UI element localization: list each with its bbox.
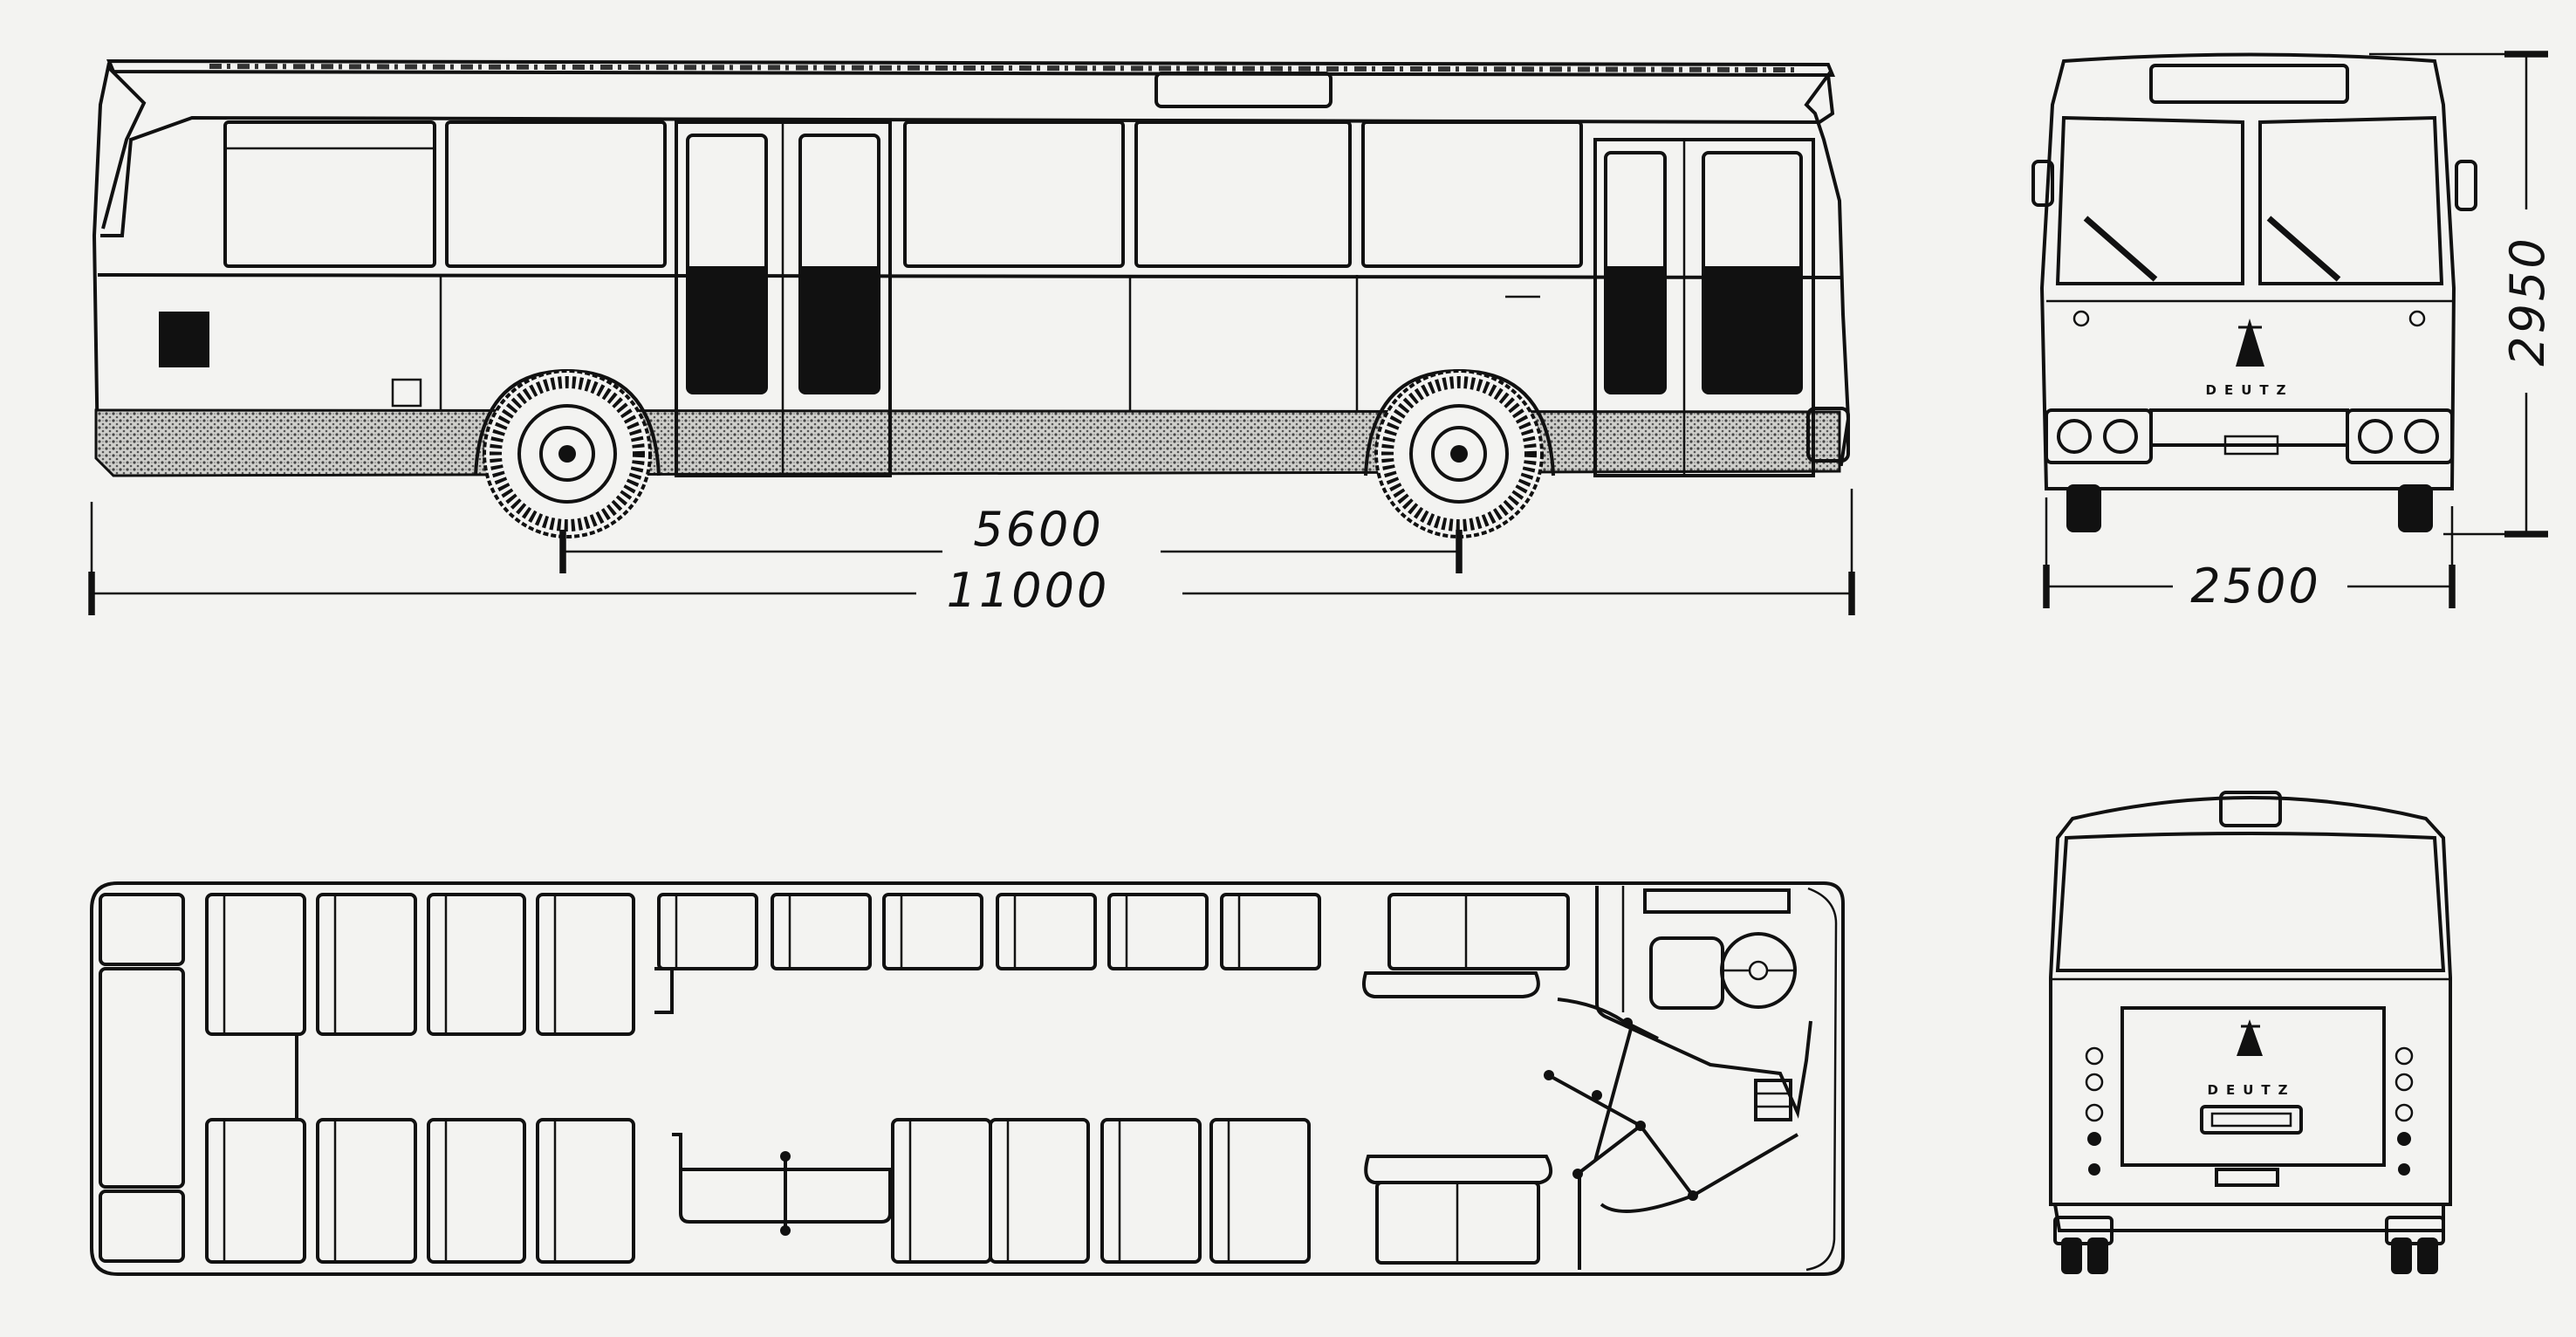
- fuel-cap: [391, 378, 422, 408]
- side-window-5: [1361, 120, 1583, 268]
- roof-rail: [106, 58, 1836, 78]
- driver-seat: [1649, 936, 1724, 1010]
- wiper-left: [2083, 216, 2158, 282]
- rear-lamps-right: [2394, 1046, 2414, 1176]
- front-tire-left: [2066, 484, 2101, 532]
- roof-vent: [1154, 72, 1333, 108]
- destination-board: [2149, 64, 2349, 104]
- mirror-right: [2455, 160, 2477, 211]
- middle-door: [675, 120, 892, 477]
- front-logo-icon: [2236, 319, 2264, 367]
- side-window-1: [223, 120, 436, 268]
- front-wheel-housing-right: [1364, 1155, 1553, 1184]
- height-dimension: 2950: [2369, 51, 2555, 538]
- side-window-2: [445, 120, 667, 268]
- height-label: 2950: [2500, 236, 2555, 366]
- driver-compartment: [1595, 886, 1812, 1121]
- rear-body: [2049, 796, 2452, 1206]
- front-wheel-housing-left: [1362, 971, 1540, 998]
- rear-badge-text: DEUTZ: [2208, 1082, 2296, 1098]
- windshield-left: [2055, 115, 2244, 285]
- plan-view: [90, 881, 1845, 1276]
- wheelbase-label: 5600: [973, 502, 1103, 557]
- length-dimension: 11000: [88, 489, 1855, 618]
- front-tire-right: [2398, 484, 2433, 532]
- front-door: [1593, 138, 1815, 477]
- windshield-right: [2258, 115, 2444, 285]
- side-window-3: [903, 120, 1125, 268]
- fare-box: [1754, 1079, 1792, 1121]
- plan-outline: [90, 881, 1845, 1276]
- rear-nameplate: [2200, 1105, 2303, 1135]
- length-label: 11000: [947, 563, 1110, 618]
- rear-vent-grille: [159, 312, 209, 367]
- width-label: 2500: [2190, 559, 2320, 614]
- front-badge-text: DEUTZ: [2206, 382, 2294, 398]
- belt-line: [97, 273, 1842, 279]
- wheelbase-dimension: 5600: [559, 502, 1463, 573]
- wiper-right: [2266, 216, 2341, 282]
- rear-bench: [99, 893, 185, 1263]
- rear-view: DEUTZ: [2049, 791, 2452, 1274]
- front-wheel: [1374, 369, 1544, 538]
- seat-row-upper-single: [657, 893, 1570, 970]
- front-cap: [101, 66, 147, 230]
- rear-tires-left: [2061, 1238, 2108, 1274]
- side-window-4: [1134, 120, 1352, 268]
- front-bumper-panel: [2149, 408, 2349, 447]
- front-body: [2039, 52, 2456, 490]
- front-view: DEUTZ 2500 2950: [2031, 51, 2555, 614]
- rear-tires-right: [2391, 1238, 2438, 1274]
- roof-texture: [209, 64, 1798, 72]
- rear-window: [2055, 832, 2446, 972]
- front-plate: [2223, 435, 2279, 456]
- rear-lamps-left: [2085, 1046, 2104, 1176]
- side-view: 5600 11000: [88, 58, 1855, 618]
- rear-roof-vent: [2219, 791, 2282, 827]
- lower-skirt: [94, 408, 1841, 477]
- seat-row-lower: [205, 1118, 1540, 1265]
- rear-plate: [2215, 1168, 2279, 1187]
- rear-wheel: [483, 369, 652, 538]
- front-bumper: [1806, 407, 1850, 463]
- mirror-left: [2031, 160, 2054, 207]
- width-dimension: 2500: [2043, 497, 2456, 614]
- engine-hatch: [2120, 1006, 2386, 1167]
- rear-logo-icon: [2237, 1019, 2263, 1056]
- seat-row-upper-large: [205, 893, 635, 1036]
- entry-stanchions: [1544, 998, 1799, 1270]
